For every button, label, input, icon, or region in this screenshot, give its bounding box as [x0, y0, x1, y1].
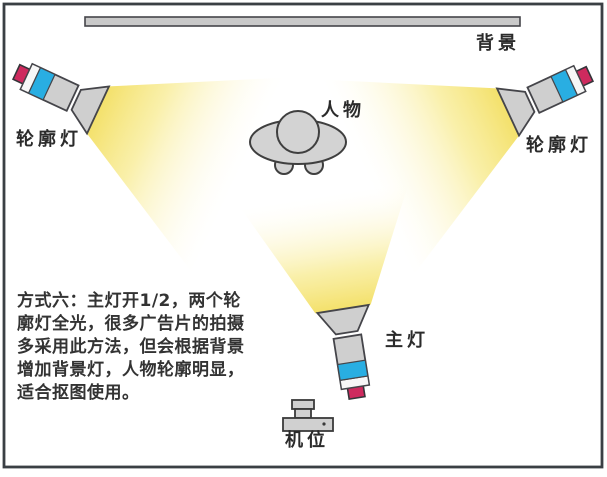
camera-body	[282, 417, 334, 432]
main-light-label: 主灯	[385, 330, 429, 351]
subject-head	[276, 110, 320, 154]
background-label: 背景	[476, 33, 520, 54]
subject-figure	[249, 110, 347, 175]
background-bar	[84, 16, 521, 27]
main-light-beam	[241, 182, 409, 314]
subject-label: 人物	[321, 100, 365, 121]
method-description: 方式六：主灯开1/2，两个轮 廓灯全光，很多广告片的拍摄 多采用此方法，但会根据…	[17, 291, 245, 403]
camera-lens-hood	[291, 399, 315, 410]
rim-light-left-beam	[87, 77, 285, 274]
camera-lens-barrel	[294, 408, 312, 419]
camera-label: 机位	[285, 430, 329, 451]
camera-button	[322, 422, 326, 426]
rim-light-left-label: 轮廓灯	[16, 129, 82, 150]
rim-light-right-beam	[321, 79, 519, 276]
rim-light-right-label: 轮廓灯	[526, 135, 592, 156]
camera-figure	[282, 399, 334, 432]
